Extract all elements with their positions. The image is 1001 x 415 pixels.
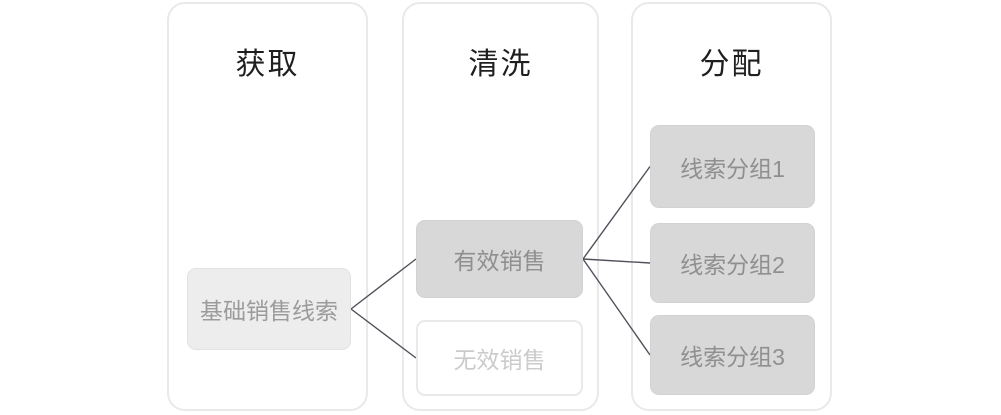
node-lead-group-3-label: 线索分组3 (680, 344, 785, 370)
node-invalid-sales[interactable]: 无效销售 (416, 320, 583, 396)
node-base-leads[interactable]: 基础销售线索 (187, 268, 351, 350)
node-invalid-sales-label: 无效销售 (453, 347, 546, 373)
node-valid-sales[interactable]: 有效销售 (416, 220, 583, 298)
node-lead-group-2[interactable]: 线索分组2 (650, 223, 815, 303)
node-base-leads-label: 基础销售线索 (200, 298, 338, 324)
column-assign-title: 分配 (699, 48, 764, 81)
node-lead-group-2-label: 线索分组2 (680, 252, 785, 278)
column-clean-title: 清洗 (468, 48, 533, 81)
column-acquire-title: 获取 (235, 48, 300, 81)
node-lead-group-1[interactable]: 线索分组1 (650, 125, 815, 208)
node-lead-group-3[interactable]: 线索分组3 (650, 315, 815, 395)
node-valid-sales-label: 有效销售 (453, 248, 546, 274)
node-lead-group-1-label: 线索分组1 (680, 155, 785, 182)
